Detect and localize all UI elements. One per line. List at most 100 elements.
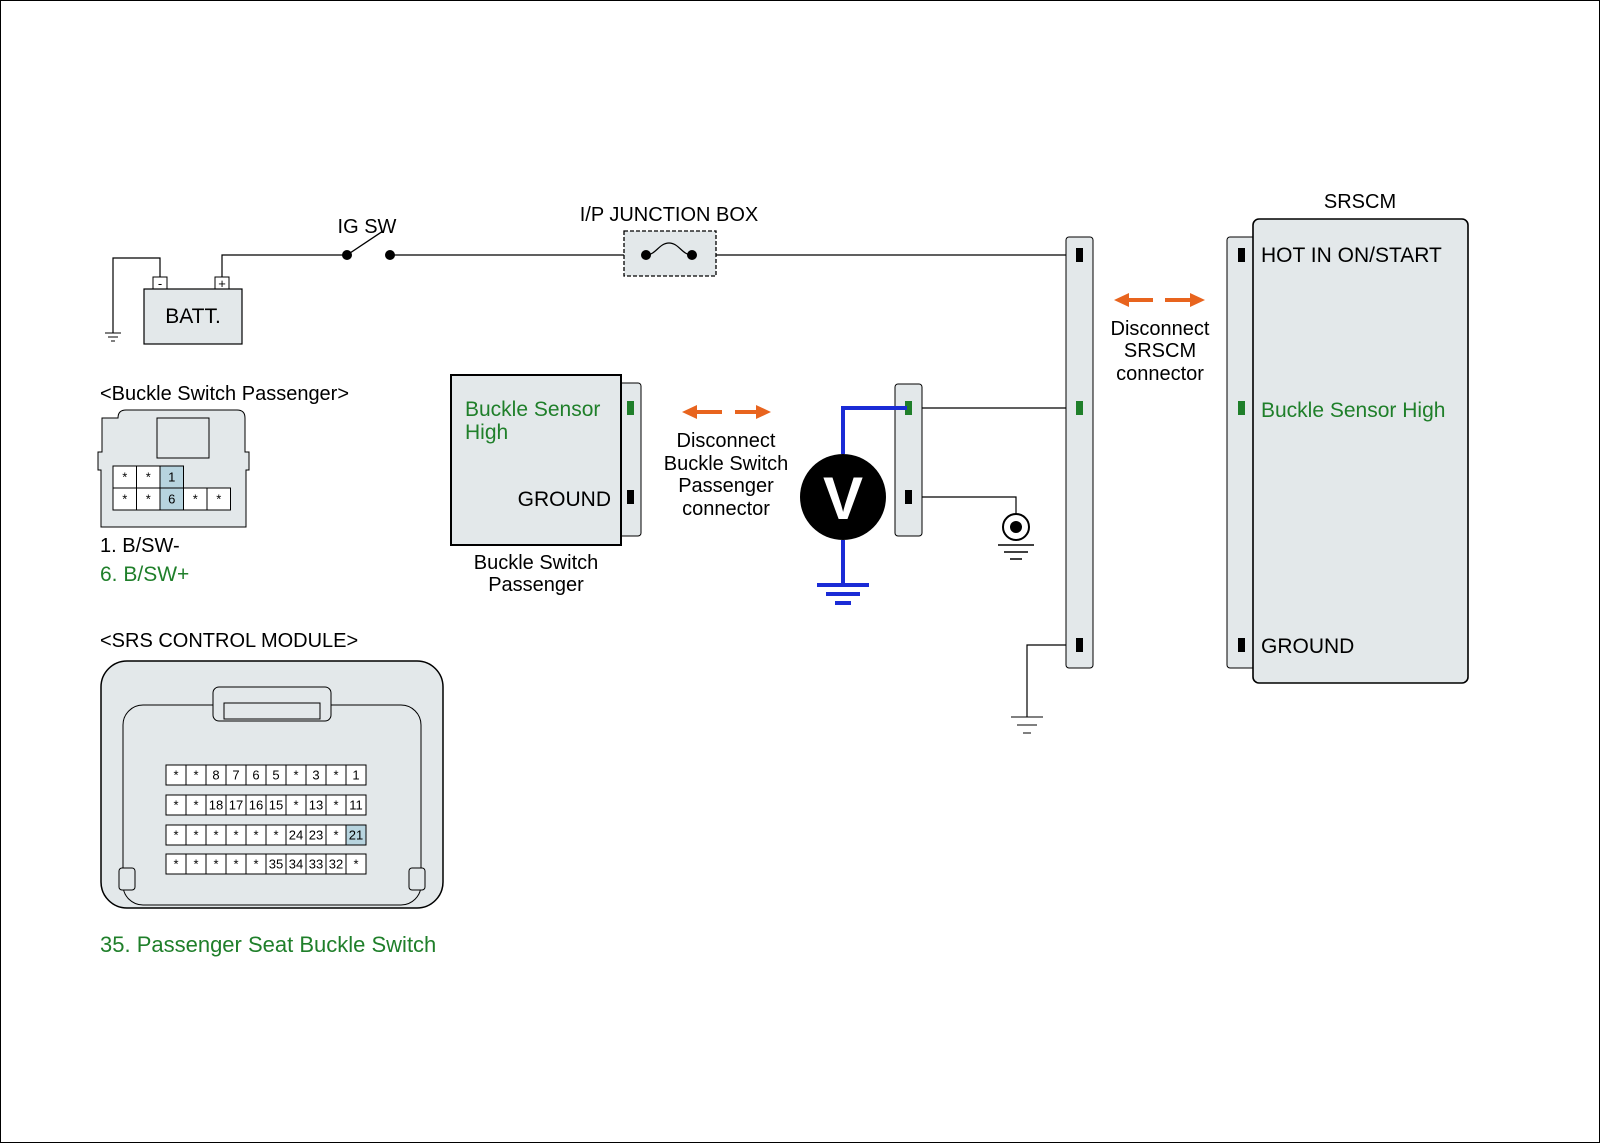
pin-label: *	[193, 798, 198, 813]
srscm-pin-ground-label: GROUND	[1261, 635, 1354, 658]
harness-pin-ground	[1076, 638, 1083, 652]
pin-label: 6	[168, 492, 175, 507]
harness-ground-icon	[1011, 716, 1043, 734]
pin-label: 21	[349, 828, 363, 843]
fuse-icon	[645, 242, 693, 256]
disconnect-buckle-line2: Buckle Switch	[664, 453, 789, 475]
buckle-module-body	[450, 374, 622, 546]
buckle-module-pin-ground	[627, 490, 634, 504]
junction-box: I/P JUNCTION BOX	[580, 204, 758, 277]
pin-label: *	[122, 470, 127, 485]
connector-pin-cell: 1	[345, 764, 367, 786]
pin-label: *	[216, 492, 221, 507]
pin-label: 11	[349, 798, 363, 813]
connector-pin-cell: *	[245, 824, 267, 846]
disconnect-buckle-note: Disconnect Buckle Switch Passenger conne…	[664, 405, 789, 520]
connector-pin-cell: *	[185, 794, 207, 816]
connector-pin-cell: *	[325, 764, 347, 786]
ig-switch-label: IG SW	[338, 216, 397, 238]
pin-label: *	[193, 492, 198, 507]
connector-pin-cell: *	[265, 824, 287, 846]
pin-label: 17	[229, 798, 243, 813]
pin-label: 24	[289, 828, 303, 843]
buckle-connector-title: <Buckle Switch Passenger>	[100, 383, 349, 405]
pin-label: 1	[352, 768, 359, 783]
pin-label: *	[146, 470, 151, 485]
ig-switch-blade	[346, 230, 384, 256]
srscm-pin-sensor-label: Buckle Sensor High	[1261, 399, 1445, 422]
connector-pin-cell: 35	[265, 853, 287, 875]
connector-pin-cell: 17	[225, 794, 247, 816]
connector-pin-cell: 33	[305, 853, 327, 875]
pin-label: *	[293, 768, 298, 783]
srscm-module: SRSCM HOT IN ON/START Buckle Sensor High…	[1226, 191, 1469, 684]
srscm-title: SRSCM	[1324, 191, 1396, 213]
buckle-harness-connector-bar	[894, 383, 923, 537]
pin-label: *	[213, 857, 218, 872]
pin-label: *	[193, 828, 198, 843]
connector-pin-cell: 7	[225, 764, 247, 786]
voltmeter-probe-positive	[841, 406, 907, 454]
pin-label: 3	[312, 768, 319, 783]
pin-label: *	[173, 857, 178, 872]
pin-label: *	[233, 857, 238, 872]
disconnect-buckle-line3: Passenger	[678, 475, 774, 497]
harness-pin-hot	[1076, 248, 1083, 262]
connector-pin-cell: 24	[285, 824, 307, 846]
battery-positive-wire	[221, 254, 346, 284]
voltmeter-ground-icon	[817, 583, 869, 605]
buckle-harness-pin-sensor	[905, 401, 912, 415]
connector-pin-cell: 1	[159, 465, 184, 489]
harness-pin-sensor	[1076, 401, 1083, 415]
harness-ground-wire	[1026, 644, 1075, 717]
connector-pin-cell: *	[285, 764, 307, 786]
pin-label: *	[333, 768, 338, 783]
disconnect-srscm-line2: SRSCM	[1124, 340, 1196, 362]
connector-pin-cell: *	[165, 824, 187, 846]
connector-pin-cell: 34	[285, 853, 307, 875]
pin-label: 18	[209, 798, 223, 813]
connector-pin-cell: *	[136, 465, 161, 489]
srscm-pin-ground	[1238, 638, 1245, 652]
disconnect-buckle-line4: connector	[682, 498, 770, 520]
ig-switch: IG SW	[338, 216, 397, 260]
pin-label: 15	[269, 798, 283, 813]
voltmeter: V	[800, 406, 907, 605]
connector-pin-cell: 18	[205, 794, 227, 816]
junction-box-outline	[623, 230, 717, 277]
battery-ground-icon	[105, 332, 121, 342]
battery-body	[143, 288, 243, 345]
pin-label: 34	[289, 857, 303, 872]
pin-label: *	[333, 798, 338, 813]
srscm-pin-hot	[1238, 248, 1245, 262]
connector-pin-cell: *	[225, 853, 247, 875]
pin-label: 6	[252, 768, 259, 783]
disconnect-srscm-arrow	[1114, 293, 1205, 307]
pin-label: 8	[212, 768, 219, 783]
connector-pin-cell: *	[245, 853, 267, 875]
connector-pin-cell: *	[205, 853, 227, 875]
disconnect-buckle-arrow	[682, 405, 771, 419]
buckle-legend-6: 6. B/SW+	[100, 563, 189, 586]
buckle-switch-module: Buckle Sensor High GROUND Buckle Switch …	[450, 374, 642, 596]
disconnect-srscm-line1: Disconnect	[1111, 318, 1210, 340]
pin-label: 7	[232, 768, 239, 783]
buckle-connector-cells: **1**6**	[112, 465, 231, 511]
disconnect-srscm-note: Disconnect SRSCM connector	[1111, 293, 1210, 385]
connector-pin-cell: 15	[265, 794, 287, 816]
pin-label: 32	[329, 857, 343, 872]
connector-pin-cell: *	[325, 824, 347, 846]
wires	[112, 254, 1075, 717]
voltmeter-label: V	[823, 465, 863, 532]
srs-connector-clip-right	[408, 867, 426, 891]
connector-pin-cell: 13	[305, 794, 327, 816]
harness-connector	[1065, 236, 1094, 669]
pin-label: *	[213, 828, 218, 843]
srs-connector-clip-left	[118, 867, 136, 891]
pin-label: *	[146, 492, 151, 507]
body-ground-icon	[998, 513, 1034, 560]
connector-pin-cell: *	[285, 794, 307, 816]
harness-connector-bar	[1065, 236, 1094, 669]
srs-connector-lock-tab	[223, 702, 321, 720]
pin-label: 23	[309, 828, 323, 843]
